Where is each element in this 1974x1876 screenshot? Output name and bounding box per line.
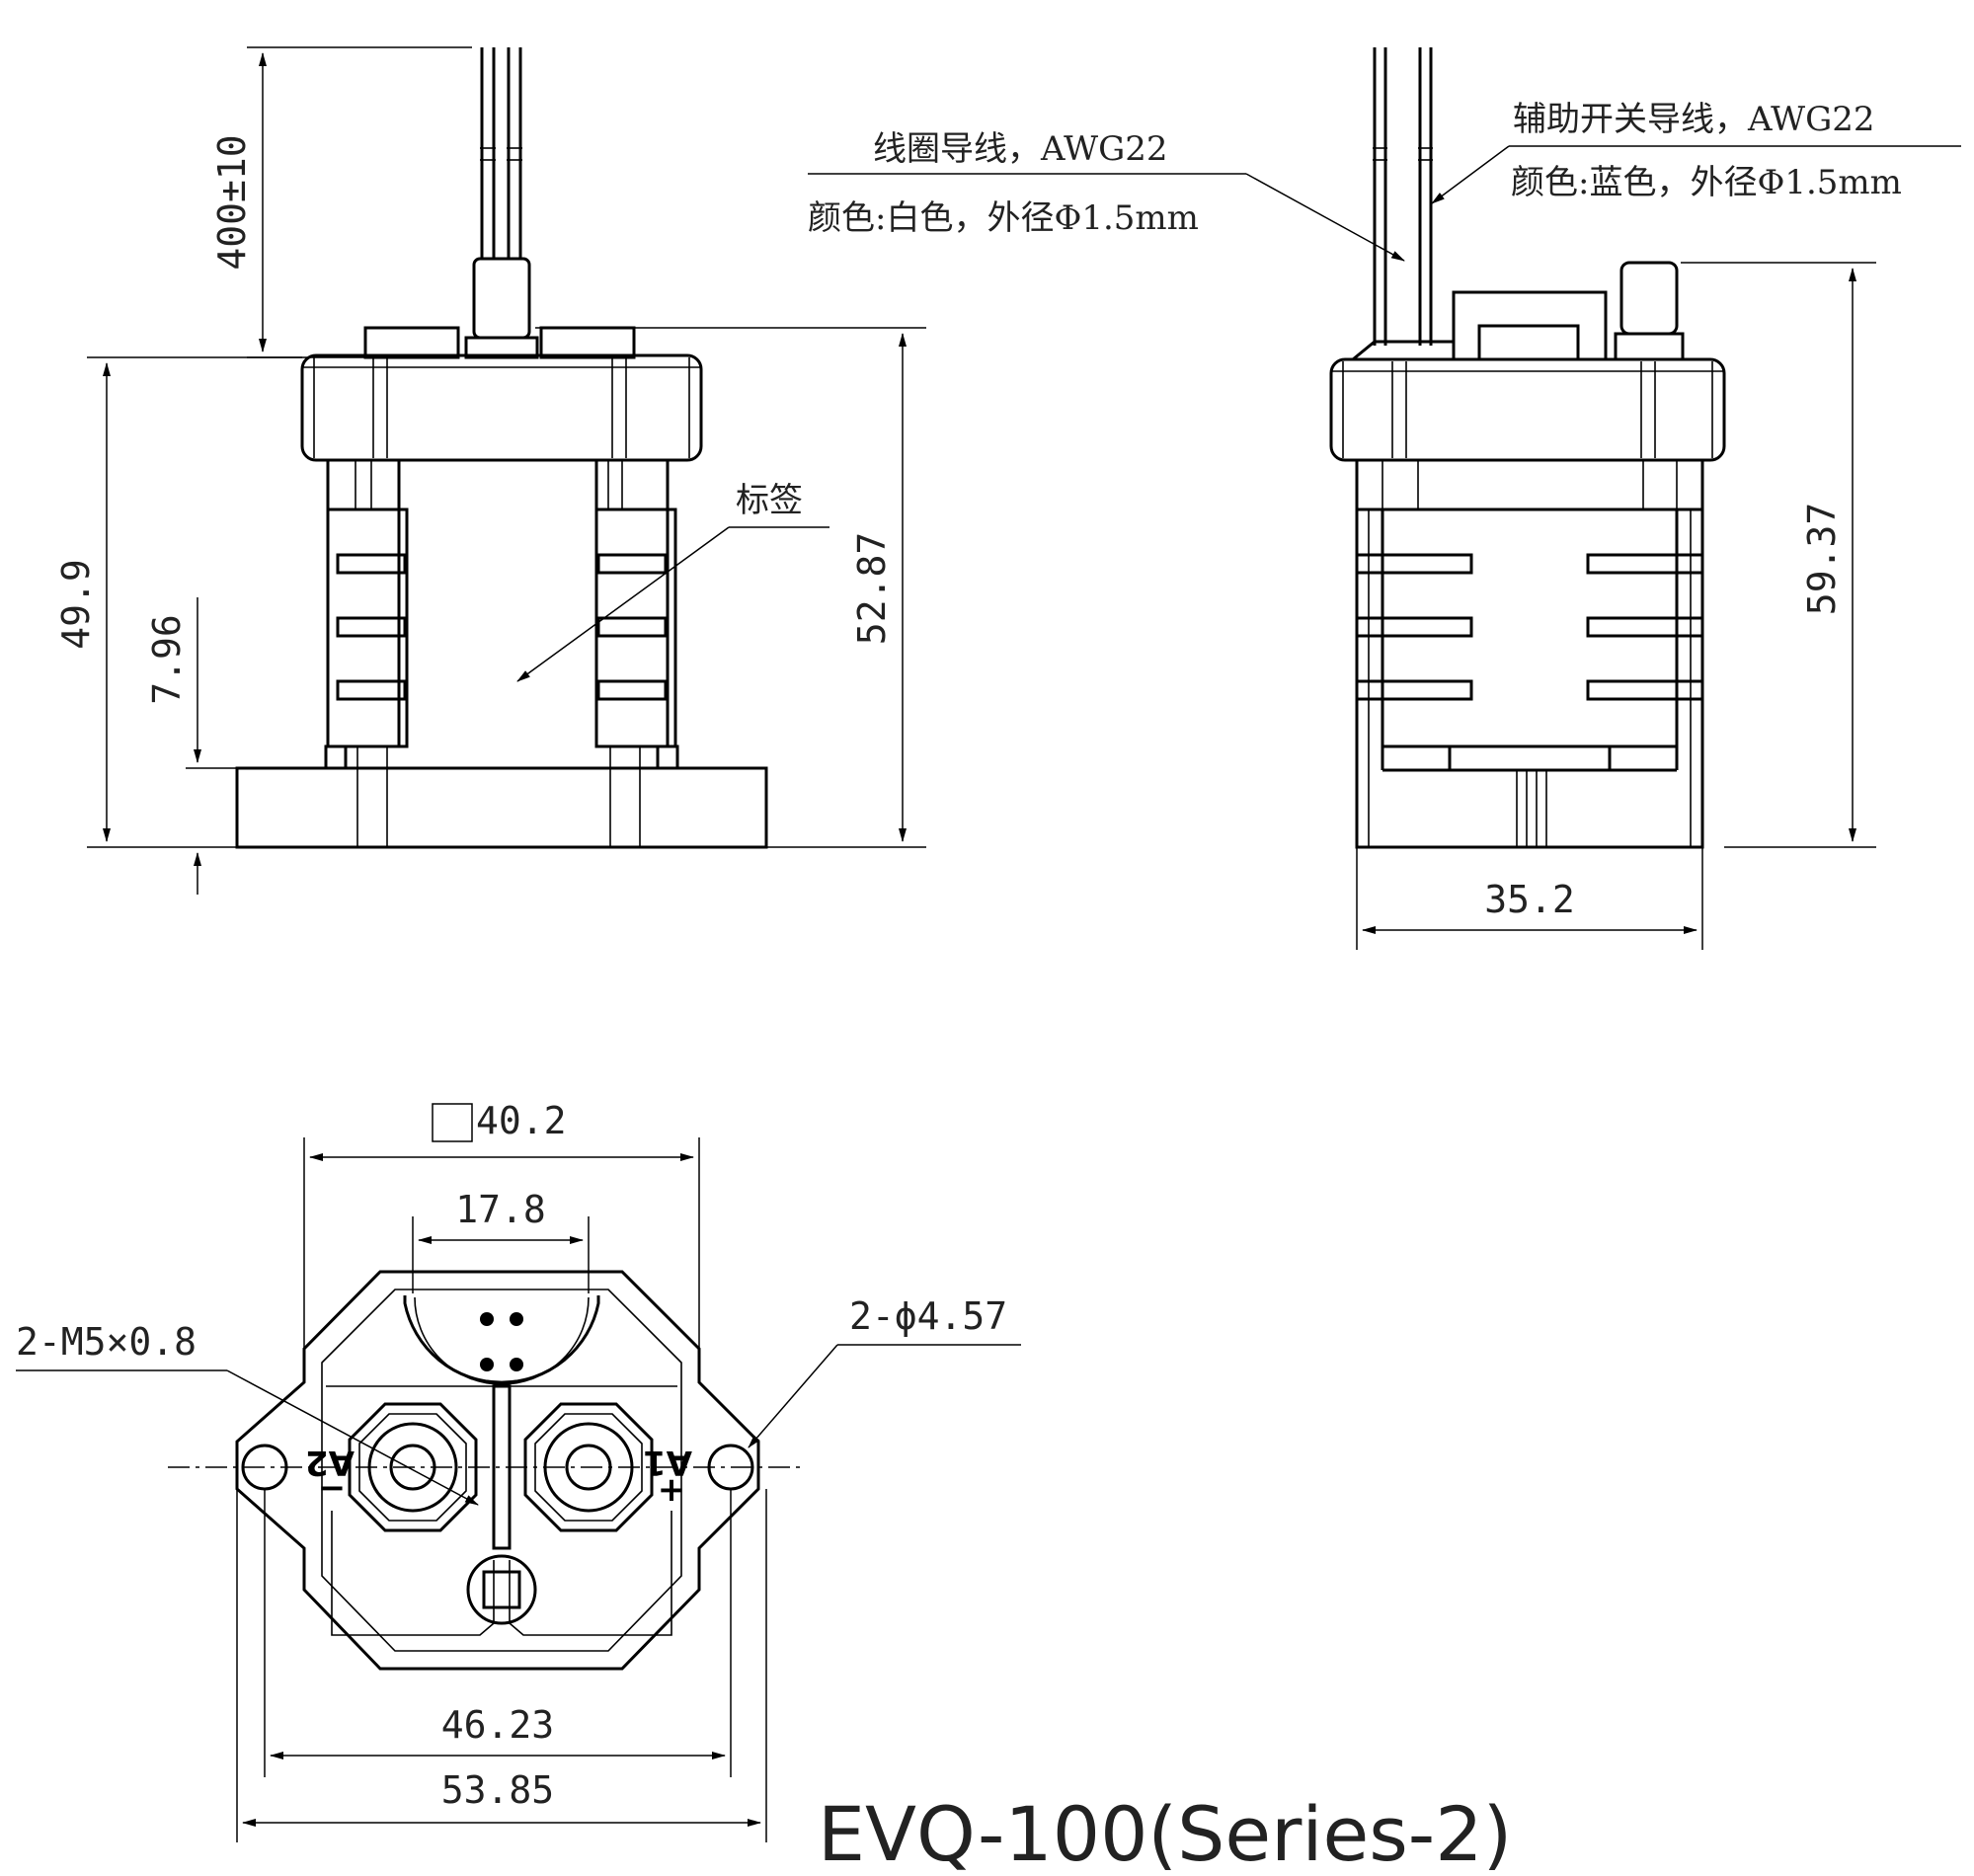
- dim-height-with-cap: 52.87: [850, 532, 894, 645]
- front-view: 400±10 49.9 7.96 52.87 标签: [54, 46, 926, 895]
- dim-overall-height: 49.9: [54, 559, 98, 650]
- dim-hole-spacing: 46.23: [441, 1703, 554, 1747]
- dim-flange-width: 53.85: [441, 1768, 554, 1812]
- coil-lead-note-1: 线圈导线，AWG22: [873, 129, 1168, 169]
- dim-square: 40.2: [476, 1099, 567, 1142]
- coil-lead-note-2: 颜色:白色，外径Φ1.5mm: [808, 198, 1199, 238]
- aux-connector: [466, 1554, 537, 1625]
- top-view: A2 A1 − + 40.2 17.8 2-M5×0.8 2-ϕ4.57: [16, 1099, 1021, 1842]
- terminal-label-a1: A1: [643, 1443, 692, 1482]
- front-lead-wires: [472, 47, 531, 340]
- front-housing: [235, 326, 768, 849]
- aux-lead-note-1: 辅助开关导线，AWG22: [1513, 100, 1875, 139]
- dim-width: 35.2: [1484, 878, 1575, 921]
- square-symbol: [432, 1103, 473, 1142]
- side-housing: [1329, 261, 1726, 849]
- dim-total-height: 59.37: [1800, 503, 1844, 615]
- front-dimensions: 400±10 49.9 7.96 52.87 标签: [54, 46, 926, 895]
- polarity-plus: +: [658, 1470, 686, 1510]
- hole-note: 2-ϕ4.57: [849, 1294, 1007, 1338]
- model-title: EVQ-100(Series-2): [818, 1790, 1512, 1876]
- dim-base-height: 7.96: [145, 614, 189, 705]
- side-view: 线圈导线，AWG22 颜色:白色，外径Φ1.5mm 辅助开关导线，AWG22 颜…: [808, 47, 1961, 950]
- top-dimensions: 40.2 17.8 2-M5×0.8 2-ϕ4.57 46.23 53.85: [16, 1099, 1021, 1842]
- thread-note: 2-M5×0.8: [16, 1320, 197, 1364]
- side-lead-wires: [1373, 47, 1433, 346]
- terminal-label-a2: A2: [305, 1443, 355, 1482]
- dim-inner: 17.8: [455, 1188, 546, 1231]
- label-note: 标签: [736, 481, 803, 520]
- side-dimensions: 线圈导线，AWG22 颜色:白色，外径Φ1.5mm 辅助开关导线，AWG22 颜…: [808, 100, 1961, 950]
- aux-lead-note-2: 颜色:蓝色，外径Φ1.5mm: [1511, 163, 1902, 202]
- polarity-minus: −: [318, 1468, 347, 1508]
- dim-lead-length: 400±10: [210, 134, 254, 270]
